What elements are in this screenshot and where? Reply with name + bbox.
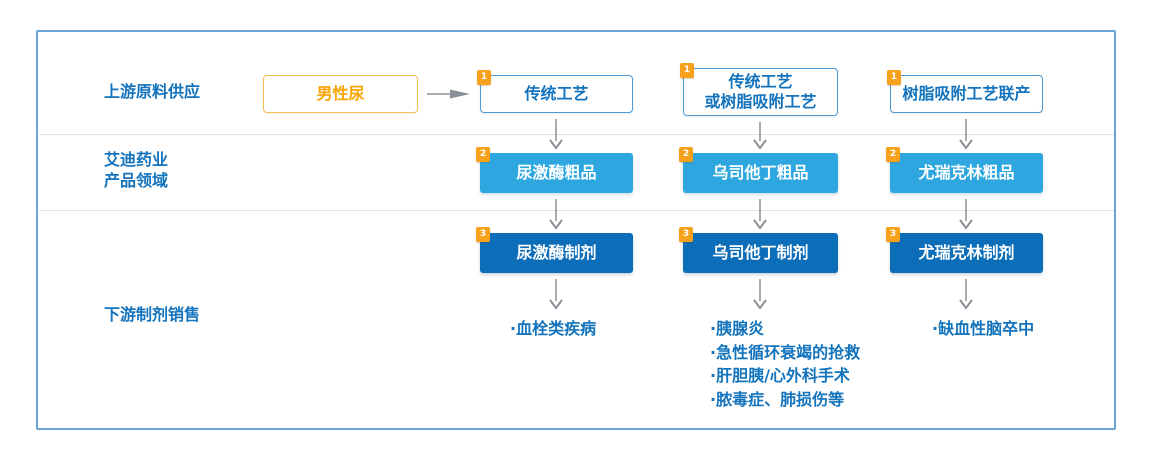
formulation-box-ulinastatin: 3 乌司他丁制剂 xyxy=(679,227,838,273)
row-label-company: 艾迪药业 产品领域 xyxy=(104,149,168,191)
step-badge-2: 2 xyxy=(679,147,693,162)
indication-item: ·急性循环衰竭的抢救 xyxy=(710,342,861,362)
row-label-upstream: 上游原料供应 xyxy=(104,82,201,101)
indication-item: ·肝胆胰/心外科手术 xyxy=(710,366,850,385)
formulation-box-label: 尤瑞克林制剂 xyxy=(918,243,1015,262)
crude-box-ulinastatin: 2 乌司他丁粗品 xyxy=(679,147,838,193)
indications-list-kallidinogenase: ·缺血性脑卒中 xyxy=(932,317,1034,341)
process-box-label: 传统工艺 或树脂吸附工艺 xyxy=(704,72,816,112)
step-badge-3: 3 xyxy=(886,227,900,242)
row-divider-2 xyxy=(39,210,1114,211)
step-badge-2: 2 xyxy=(476,147,490,162)
crude-box-urokinase: 2 尿激酶粗品 xyxy=(476,147,633,193)
row-label-downstream: 下游制剂销售 xyxy=(104,305,201,324)
process-box-ulinastatin: 1 传统工艺 或树脂吸附工艺 xyxy=(680,63,838,116)
formulation-box-urokinase: 3 尿激酶制剂 xyxy=(476,227,633,273)
crude-box-label: 乌司他丁粗品 xyxy=(712,163,809,182)
step-badge-3: 3 xyxy=(679,227,693,242)
step-badge-1: 1 xyxy=(887,70,901,85)
row-divider-1 xyxy=(39,134,1114,135)
step-badge-3: 3 xyxy=(476,227,490,242)
step-badge-1: 1 xyxy=(477,70,491,85)
process-box-label-line2: 或树脂吸附工艺 xyxy=(704,92,817,111)
indications-list-ulinastatin: ·胰腺炎 ·急性循环衰竭的抢救 ·肝胆胰/心外科手术 ·脓毒症、肺损伤等 xyxy=(710,317,860,411)
step-badge-2: 2 xyxy=(886,147,900,162)
row-label-company-line2: 产品领域 xyxy=(104,171,169,190)
process-box-label: 传统工艺 xyxy=(524,84,589,103)
indication-item: ·脓毒症、肺损伤等 xyxy=(710,389,845,409)
row-label-company-line1: 艾迪药业 xyxy=(104,150,169,169)
process-box-urokinase: 1 传统工艺 xyxy=(477,70,633,113)
process-box-label: 树脂吸附工艺联产 xyxy=(902,84,1031,103)
source-box-label: 男性尿 xyxy=(316,84,365,103)
source-box-male-urine: 男性尿 xyxy=(263,75,418,113)
process-box-label-line1: 传统工艺 xyxy=(728,72,793,91)
indication-item: ·胰腺炎 xyxy=(710,319,765,338)
crude-box-label: 尤瑞克林粗品 xyxy=(918,163,1015,182)
formulation-box-label: 乌司他丁制剂 xyxy=(712,243,809,262)
crude-box-kallidinogenase: 2 尤瑞克林粗品 xyxy=(886,147,1043,193)
indication-item: ·血栓类疾病 xyxy=(510,319,597,338)
process-box-kallidinogenase: 1 树脂吸附工艺联产 xyxy=(887,70,1043,113)
formulation-box-kallidinogenase: 3 尤瑞克林制剂 xyxy=(886,227,1043,273)
crude-box-label: 尿激酶粗品 xyxy=(516,163,597,182)
indications-list-urokinase: ·血栓类疾病 xyxy=(510,317,596,341)
formulation-box-label: 尿激酶制剂 xyxy=(516,243,597,262)
indication-item: ·缺血性脑卒中 xyxy=(932,319,1035,338)
step-badge-1: 1 xyxy=(680,63,694,78)
